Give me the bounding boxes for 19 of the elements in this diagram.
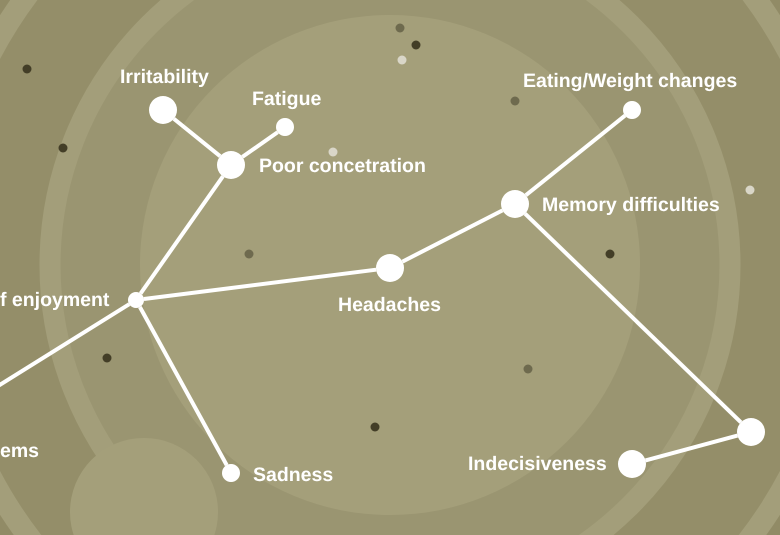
connector-line: [241, 130, 279, 159]
node-label: Sadness: [253, 464, 334, 486]
node-label: f enjoyment: [0, 289, 110, 311]
node-label: Memory difficulties: [542, 194, 720, 216]
node-label: Eating/Weight changes: [523, 70, 738, 92]
connector-line: [524, 114, 626, 197]
node-label: Poor concetration: [259, 155, 426, 177]
node-label: Irritability: [120, 66, 209, 88]
text-label: ems: [0, 440, 40, 462]
node-label: Headaches: [338, 294, 441, 316]
connector-line: [402, 208, 504, 264]
connector-line: [644, 434, 738, 462]
connector-line: [172, 117, 222, 158]
connector-line: [524, 212, 742, 424]
connector-line: [138, 306, 228, 466]
connector-line: [138, 175, 225, 295]
connector-line: [144, 268, 376, 301]
node-label: Indecisiveness: [468, 453, 607, 475]
node-label: Fatigue: [252, 88, 322, 110]
